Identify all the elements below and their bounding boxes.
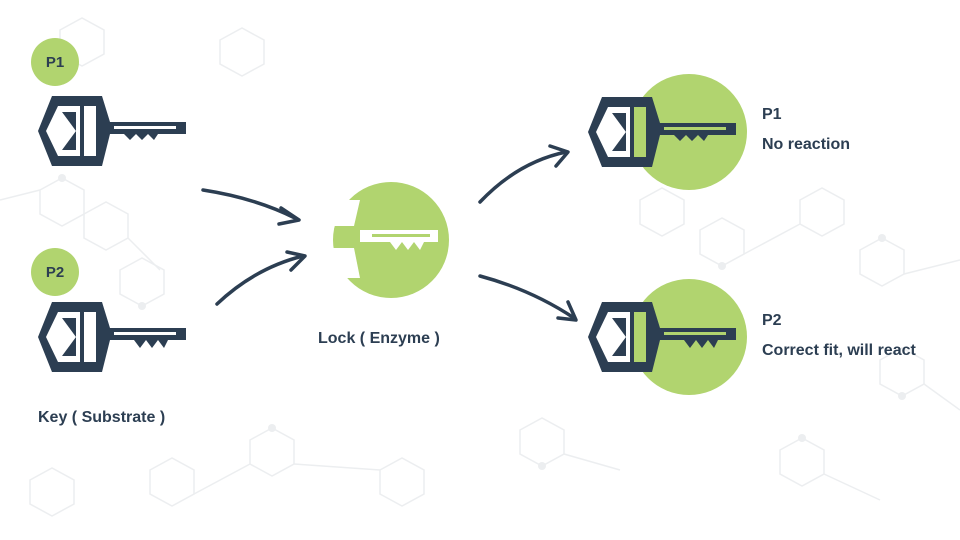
arrows-to-lock xyxy=(201,188,307,306)
p2-badge-label: P2 xyxy=(45,263,65,281)
p1-badge-label: P1 xyxy=(45,53,65,71)
arrow-icon xyxy=(478,150,568,204)
key-p2-icon xyxy=(38,302,186,372)
result-p2-description: Correct fit, will react xyxy=(762,342,916,359)
result-p1-title: P1 xyxy=(762,106,782,123)
arrow-icon xyxy=(215,254,305,306)
key-p1-icon xyxy=(38,96,186,166)
result-p2-title: P2 xyxy=(762,312,782,329)
result-p2-icon xyxy=(588,279,747,395)
result-p1-description: No reaction xyxy=(762,136,851,153)
lock-enzyme-caption: Lock ( Enzyme ) xyxy=(318,330,440,347)
arrows-to-results xyxy=(478,144,578,322)
result-p2-text: P2 Correct fit, will react xyxy=(762,306,916,366)
p1-badge: P1 xyxy=(31,38,79,86)
arrow-icon xyxy=(201,188,297,220)
result-p1-text: P1 No reaction xyxy=(762,100,850,160)
p2-badge: P2 xyxy=(31,248,79,296)
key-substrate-caption: Key ( Substrate ) xyxy=(38,409,166,426)
lock-enzyme-icon xyxy=(332,182,449,298)
result-p1-icon xyxy=(588,74,747,190)
arrow-icon xyxy=(478,274,576,320)
